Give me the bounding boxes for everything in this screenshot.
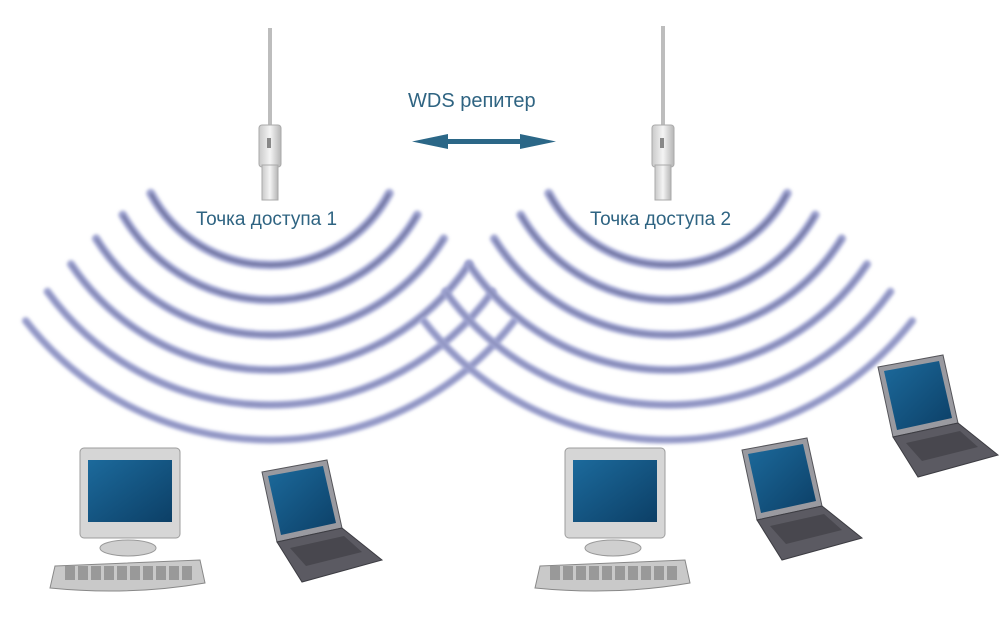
access-point-1-icon [258, 28, 282, 201]
wds-repeater-title: WDS репитер [408, 90, 536, 112]
wave-arc-core [519, 214, 817, 301]
access-point-1-label: Точка доступа 1 [196, 209, 338, 230]
desktop-computer-1-icon [49, 447, 206, 592]
wave-arc-core [149, 192, 391, 267]
wave-arc-core [25, 320, 515, 441]
signal-waves-ap2 [419, 188, 917, 444]
desktop-computer-2-icon [534, 447, 691, 592]
wave-arc-core [47, 291, 493, 406]
wave-arc-core [547, 192, 789, 267]
wave-arc-core [121, 214, 419, 301]
wave-arc-core [445, 291, 891, 406]
access-point-2-label: Точка доступа 2 [590, 209, 732, 230]
wave-arc-core [468, 263, 868, 371]
wave-arc-core [95, 238, 445, 336]
access-point-2-icon [651, 26, 675, 201]
laptop-1-icon [261, 459, 384, 583]
wave-arc-core [493, 238, 843, 336]
laptop-2-icon [741, 437, 864, 561]
laptop-3-icon [877, 354, 1000, 478]
wave-arc-core [70, 263, 470, 371]
bidirectional-arrow-icon [412, 134, 556, 149]
signal-waves-ap1 [21, 188, 519, 444]
wave-arc-core [423, 320, 913, 441]
